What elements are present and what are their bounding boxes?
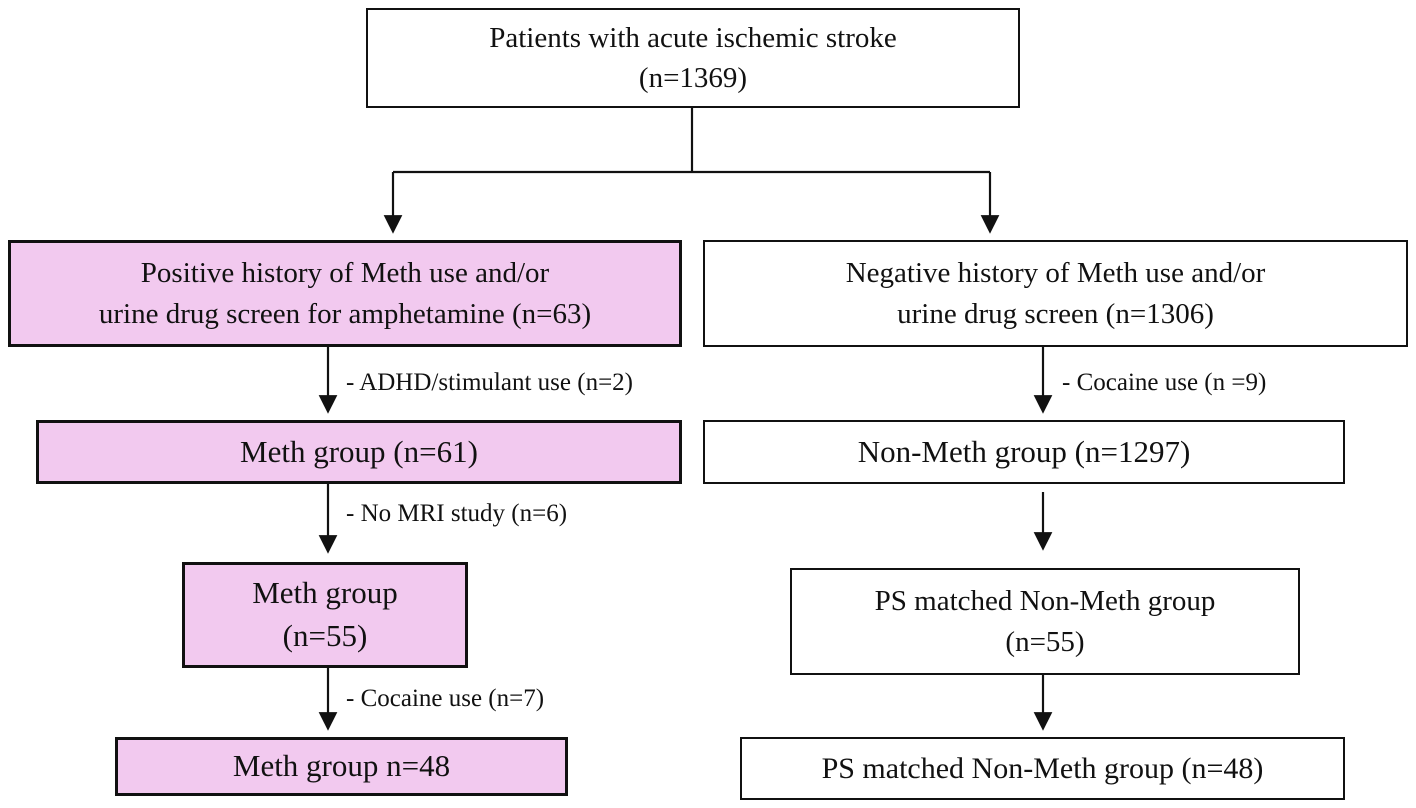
node-negative-history-line1: Negative history of Meth use and/or	[845, 257, 1266, 290]
node-non-meth-group-1297: Non-Meth group (n=1297)	[703, 420, 1345, 484]
node-ps-matched-55-line1: PS matched Non-Meth group	[874, 585, 1216, 618]
node-total-patients: Patients with acute ischemic stroke (n=1…	[366, 8, 1020, 108]
node-negative-history-line2: urine drug screen (n=1306)	[897, 297, 1214, 330]
node-meth-group-55-count: (n=55)	[282, 618, 368, 653]
node-positive-history-line2: urine drug screen for amphetamine (n=63)	[98, 297, 592, 330]
node-meth-group-48: Meth group n=48	[115, 737, 568, 796]
node-non-meth-group-1297-label: Non-Meth group (n=1297)	[857, 433, 1191, 469]
exclusion-label-cocaine-left: - Cocaine use (n=7)	[346, 685, 545, 712]
node-meth-group-61-label: Meth group (n=61)	[240, 433, 478, 469]
node-meth-group-55-line1: Meth group	[252, 575, 398, 611]
node-meth-group-48-label: Meth group n=48	[232, 748, 451, 784]
node-meth-group-61: Meth group (n=61)	[36, 420, 682, 484]
node-positive-history: Positive history of Meth use and/or urin…	[8, 240, 682, 347]
node-total-patients-count: (n=1369)	[638, 62, 748, 94]
node-negative-history: Negative history of Meth use and/or urin…	[703, 240, 1408, 347]
node-positive-history-line1: Positive history of Meth use and/or	[140, 257, 550, 290]
node-ps-matched-48-label: PS matched Non-Meth group (n=48)	[821, 751, 1264, 785]
exclusion-label-cocaine-right: - Cocaine use (n =9)	[1062, 369, 1267, 396]
exclusion-label-no-mri: - No MRI study (n=6)	[346, 500, 568, 527]
node-ps-matched-55-count: (n=55)	[1005, 625, 1085, 658]
node-total-patients-line1: Patients with acute ischemic stroke	[489, 21, 897, 54]
node-meth-group-55: Meth group (n=55)	[182, 562, 468, 668]
node-ps-matched-55: PS matched Non-Meth group (n=55)	[790, 568, 1300, 675]
node-ps-matched-48: PS matched Non-Meth group (n=48)	[740, 737, 1345, 800]
exclusion-label-adhd-stimulant: - ADHD/stimulant use (n=2)	[346, 369, 633, 396]
